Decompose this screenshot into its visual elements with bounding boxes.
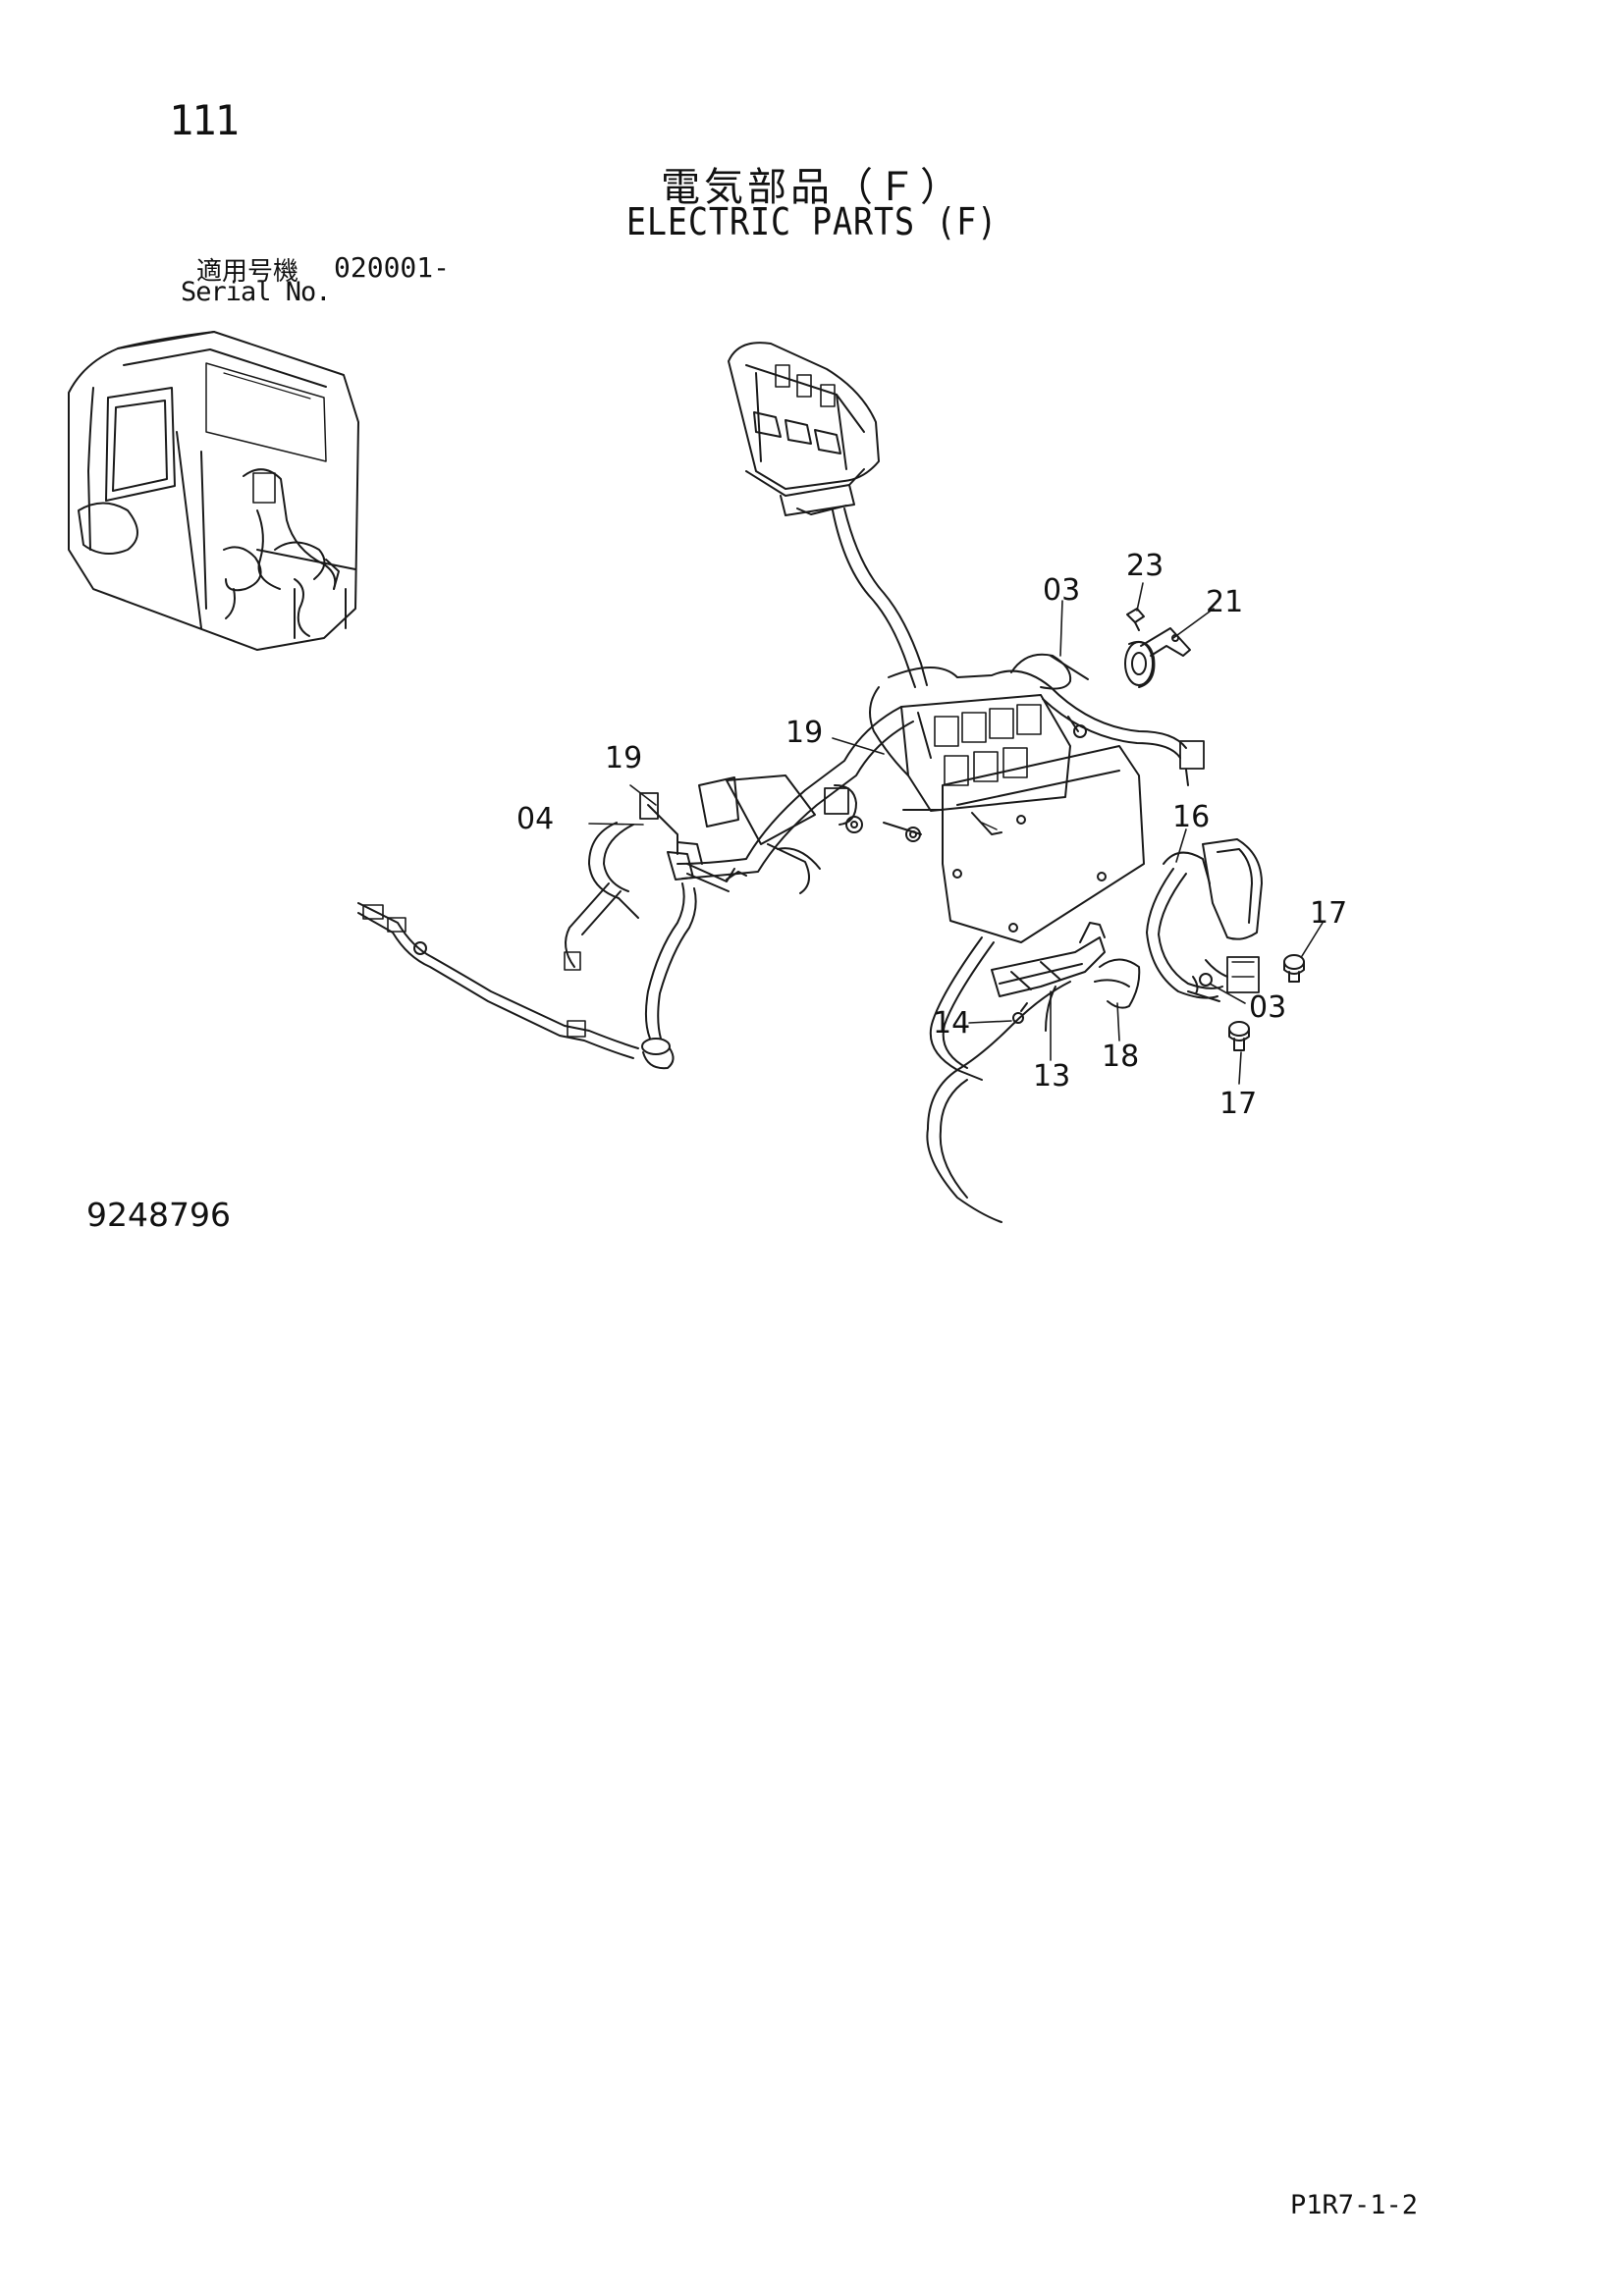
callout-04: 04 [516, 802, 554, 836]
callout-13: 13 [1033, 1059, 1070, 1094]
callout-19-left: 19 [605, 741, 642, 775]
callout-17-upper: 17 [1310, 896, 1347, 931]
drawing-number: 9248796 [86, 1196, 231, 1234]
callout-16: 16 [1172, 800, 1210, 834]
callout-03-lower: 03 [1249, 990, 1286, 1025]
leader-lines [589, 583, 1323, 1084]
page-title-english: ELECTRIC PARTS (F) [625, 200, 999, 243]
callout-03-upper: 03 [1043, 573, 1080, 608]
serial-label-english: Serial No. [181, 277, 332, 307]
callout-14: 14 [933, 1006, 970, 1041]
page-code: P1R7-1-2 [1290, 2190, 1419, 2220]
callout-23: 23 [1126, 549, 1164, 583]
page-number: 111 [169, 96, 240, 144]
callout-17-lower: 17 [1219, 1087, 1257, 1121]
callout-18: 18 [1102, 1040, 1139, 1074]
callout-labels: 23 03 21 19 19 04 16 17 03 14 13 18 17 [516, 549, 1347, 1121]
serial-number-value: 020001- [334, 251, 451, 284]
cab-locator-illustration [69, 332, 358, 650]
callout-21: 21 [1206, 585, 1243, 619]
serial-label-japanese: 適用号機 [196, 257, 299, 287]
callout-19-center: 19 [785, 716, 823, 750]
page-title-japanese: 電気部品（Ｆ） [661, 165, 963, 210]
harness-assembly [358, 343, 1304, 1222]
